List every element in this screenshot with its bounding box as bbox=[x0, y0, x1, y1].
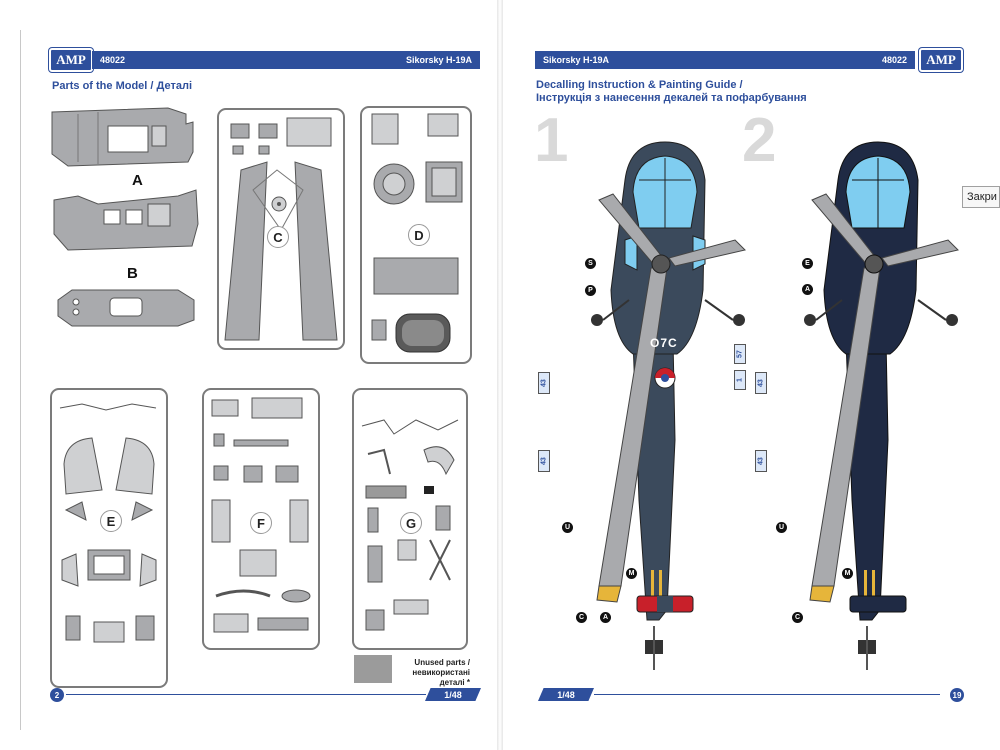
left-header-bar: 48022 Sikorsky H-19A bbox=[92, 51, 480, 69]
sprue-d: D bbox=[360, 106, 472, 364]
decal-43-lower-2: 43 bbox=[755, 450, 767, 472]
callout-c: C bbox=[576, 612, 587, 623]
label-f: F bbox=[250, 512, 272, 534]
model-name: Sikorsky H-19A bbox=[405, 55, 472, 65]
callout-m: M bbox=[626, 568, 637, 579]
callout-a: A bbox=[600, 612, 611, 623]
unused-parts-legend: Unused parts / невикористані деталі * bbox=[398, 658, 470, 688]
page-number-left: 2 bbox=[50, 688, 64, 702]
footer-line-right bbox=[594, 694, 940, 695]
label-c: C bbox=[267, 226, 289, 248]
decal-57: 57 bbox=[734, 344, 746, 364]
section-title-decals: Decalling Instruction & Painting Guide /… bbox=[536, 79, 856, 105]
fuselage-code: O7C bbox=[650, 336, 678, 350]
unused-parts-ua: невикористані деталі * bbox=[412, 668, 470, 687]
decal-title-ua: Інструкція з нанесення декалей та пофарб… bbox=[536, 92, 807, 104]
amp-logo-right: AMP bbox=[919, 48, 963, 72]
label-d: D bbox=[408, 224, 430, 246]
book-gutter bbox=[497, 0, 503, 750]
kit-code-right: 48022 bbox=[881, 55, 907, 65]
sprue-f: F bbox=[202, 388, 320, 650]
scheme-number-1: 1 bbox=[534, 106, 569, 175]
amp-logo: AMP bbox=[49, 48, 93, 72]
sprue-c: C bbox=[217, 108, 345, 350]
callout-c-2: C bbox=[792, 612, 803, 623]
callout-u: U bbox=[562, 522, 573, 533]
scale-badge-left: 1/48 bbox=[425, 688, 481, 701]
decal-43-upper-1: 43 bbox=[538, 372, 550, 394]
unused-parts-en: Unused parts / bbox=[414, 658, 470, 667]
page-edge bbox=[20, 30, 21, 730]
callout-a-2: A bbox=[802, 284, 813, 295]
callout-e-2: E bbox=[802, 258, 813, 269]
scale-badge-right: 1/48 bbox=[538, 688, 594, 701]
section-title-parts: Parts of the Model / Деталі bbox=[52, 80, 193, 92]
label-e: E bbox=[100, 510, 122, 532]
callout-u-2: U bbox=[776, 522, 787, 533]
helicopter-scheme-1 bbox=[591, 141, 746, 670]
unused-parts-swatch bbox=[354, 655, 392, 683]
kit-code: 48022 bbox=[100, 55, 126, 65]
label-a: A bbox=[132, 172, 143, 189]
callout-s: S bbox=[585, 258, 596, 269]
sprue-e: E bbox=[50, 388, 168, 688]
footer-line-left bbox=[66, 694, 426, 695]
close-tooltip[interactable]: Закри bbox=[962, 186, 1000, 208]
label-b: B bbox=[127, 265, 138, 282]
scheme-number-2: 2 bbox=[742, 106, 777, 175]
model-name-right: Sikorsky H-19A bbox=[543, 55, 610, 65]
decal-43-upper-2: 43 bbox=[755, 372, 767, 394]
decal-title-en: Decalling Instruction & Painting Guide / bbox=[536, 79, 743, 91]
label-g: G bbox=[400, 512, 422, 534]
fuselage-parts-ab bbox=[51, 107, 199, 327]
decal-43-lower-1: 43 bbox=[538, 450, 550, 472]
sprue-g: G bbox=[352, 388, 468, 650]
callout-m-2: M bbox=[842, 568, 853, 579]
page-number-right: 19 bbox=[950, 688, 964, 702]
decal-1: 1 bbox=[734, 370, 746, 390]
callout-p: P bbox=[585, 285, 596, 296]
right-header-bar: Sikorsky H-19A 48022 bbox=[535, 51, 915, 69]
helicopter-scheme-2 bbox=[804, 141, 959, 670]
